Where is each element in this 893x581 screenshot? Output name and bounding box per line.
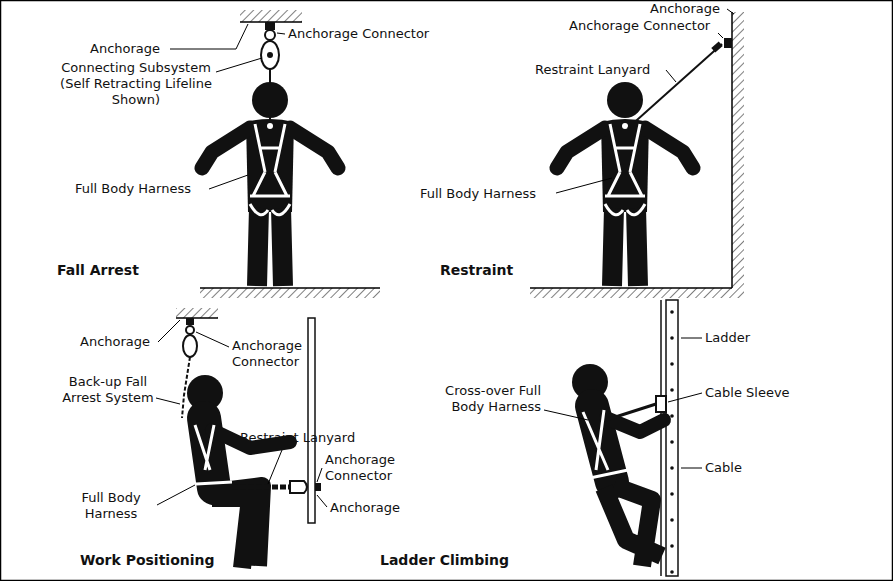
- leader-lines: [156, 9, 734, 507]
- part-label: Full Body Harness: [420, 186, 536, 202]
- part-label: Cable Sleeve: [705, 385, 790, 401]
- ladder-climbing-figure: [572, 300, 678, 576]
- panel-title: Restraint: [440, 262, 513, 278]
- part-label: Connecting Subsystem (Self Retracting Li…: [52, 60, 220, 108]
- part-label: Anchorage: [650, 1, 720, 17]
- part-label: Full Body Harness: [75, 181, 191, 197]
- ladder-rungs: [670, 310, 674, 574]
- ladder-hole: [670, 310, 674, 314]
- ladder-hole: [670, 570, 674, 574]
- part-label: Anchorage Connector: [325, 452, 420, 484]
- panel-title: Ladder Climbing: [380, 552, 509, 568]
- part-label: Cross-over Full Body Harness: [445, 383, 541, 415]
- restraint-figure: [530, 12, 744, 298]
- ladder-hole: [670, 466, 674, 470]
- part-label: Anchorage: [330, 500, 400, 516]
- panel-title: Fall Arrest: [57, 262, 139, 278]
- part-label: Restraint Lanyard: [240, 430, 355, 446]
- part-label: Restraint Lanyard: [535, 62, 650, 78]
- fall-arrest-figure: [200, 10, 380, 298]
- part-label: Anchorage: [80, 334, 150, 350]
- ladder-hole: [670, 544, 674, 548]
- ladder-hole: [670, 336, 674, 340]
- ladder-hole: [670, 492, 674, 496]
- part-label: Back-up Fall Arrest System: [62, 374, 154, 406]
- part-label: Cable: [705, 460, 742, 476]
- part-label: Full Body Harness: [66, 490, 156, 522]
- ladder-hole: [670, 388, 674, 392]
- ladder-hole: [670, 362, 674, 366]
- part-label: Anchorage Connector: [569, 18, 710, 34]
- part-label: Ladder: [705, 330, 750, 346]
- ladder-hole: [670, 414, 674, 418]
- ladder-hole: [670, 440, 674, 444]
- part-label: Anchorage Connector: [232, 338, 324, 370]
- panel-title: Work Positioning: [80, 552, 215, 568]
- ladder-hole: [670, 518, 674, 522]
- part-label: Anchorage: [90, 41, 160, 57]
- part-label: Anchorage Connector: [288, 26, 429, 42]
